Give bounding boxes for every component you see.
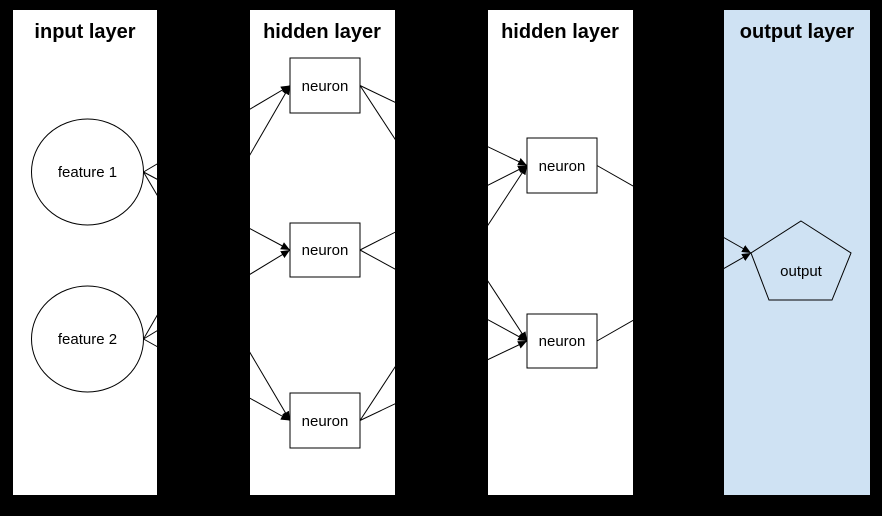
feature-1-node [31, 118, 144, 226]
edge-h1-neuron3-to-h2-neuron1 [359, 165, 528, 421]
output-layer-panel [724, 10, 870, 495]
h1-neuron-1-node [289, 57, 361, 114]
edge-h1-neuron1-to-h2-neuron1 [359, 85, 528, 166]
edge-h1-neuron2-to-h2-neuron1 [359, 165, 528, 251]
input-layer-panel [13, 10, 157, 495]
edge-feature1-to-h1-neuron3 [143, 171, 291, 421]
h1-neuron-3-label: neuron [302, 413, 349, 430]
edge-feature2-to-h1-neuron2 [143, 249, 291, 340]
edge-feature1-to-h1-neuron2 [143, 171, 291, 251]
h1-neuron-1-label: neuron [302, 78, 349, 95]
h2-neuron-2-label: neuron [539, 333, 586, 350]
h1-neuron-2-node [289, 222, 361, 278]
h2-neuron-1-label: neuron [539, 158, 586, 175]
output-label: output [780, 263, 823, 280]
edge-feature2-to-h1-neuron3 [143, 338, 291, 421]
edge-feature2-to-h1-neuron1 [143, 85, 291, 340]
edge-feature1-to-h1-neuron1 [143, 85, 291, 173]
feature-2-node [31, 285, 144, 393]
output-node [750, 220, 852, 301]
output-layer-title: output layer [740, 21, 855, 43]
input-layer-title: input layer [34, 21, 135, 43]
hidden-layer-2-title: hidden layer [501, 21, 619, 43]
edge-h1-neuron2-to-h2-neuron2 [359, 249, 528, 342]
h2-neuron-2-node [526, 313, 598, 369]
h2-neuron-1-node [526, 137, 598, 194]
h1-neuron-2-label: neuron [302, 242, 349, 259]
feature-2-label: feature 2 [58, 331, 117, 348]
edge-h2-neuron1-to-output [596, 165, 752, 254]
h1-neuron-3-node [289, 392, 361, 449]
edge-h1-neuron1-to-h2-neuron2 [359, 85, 528, 342]
hidden-layer-1-title: hidden layer [263, 21, 381, 43]
feature-1-label: feature 1 [58, 164, 117, 181]
hidden-layer-2-panel [488, 10, 633, 495]
edge-h1-neuron3-to-h2-neuron2 [359, 340, 528, 421]
edge-h2-neuron2-to-output [596, 252, 752, 342]
